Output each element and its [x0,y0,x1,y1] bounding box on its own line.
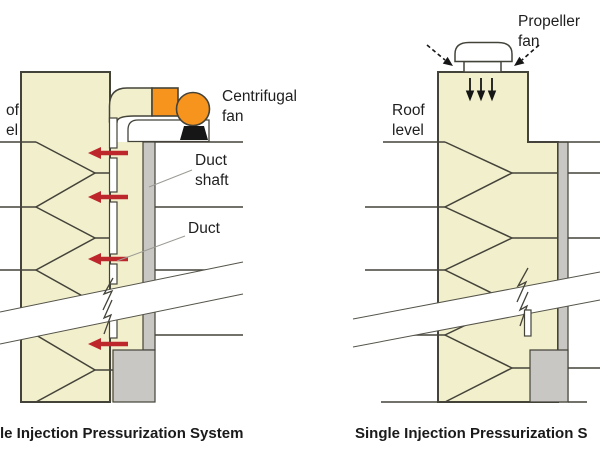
supply-duct [108,117,118,339]
duct-shaft-wall [142,141,156,351]
duct-leader-line [116,235,186,262]
left-caption: le Injection Pressurization System [0,425,243,442]
multiple-injection-diagram: of el Centrifugal fan Duct shaft Duct le… [0,71,297,442]
shaft-base-block [529,349,569,403]
fan-dome [454,41,513,63]
roof-level-label-fragment: of [6,102,20,119]
break-zigzag-icon [516,267,529,303]
break-band-left [0,261,244,345]
duct-elbow [108,87,153,123]
stair-flights [34,141,97,403]
single-injection-diagram: Propeller fan Roof level Single Injectio… [352,13,600,442]
break-zigzag-icon [102,299,113,335]
duct-shaft-label: shaft [195,172,229,189]
down-arrow-icon [476,78,486,102]
down-arrow-icon [465,78,475,102]
duct-shaft-leader-line [148,169,193,188]
centrifugal-fan-label: fan [222,108,244,125]
fan-base [180,126,208,140]
centrifugal-fan [151,87,211,140]
intake-arrow-icon [514,44,540,66]
right-caption: Single Injection Pressurization S [355,425,588,442]
propeller-fan-label: fan [518,33,540,50]
duct-label: Duct [188,220,221,237]
propeller-fan-label: Propeller [518,13,580,30]
shaft-base-block [112,349,156,403]
intake-arrow-icon [426,44,453,66]
roof-level-label: level [392,122,424,139]
break-zigzag-icon [102,277,114,311]
down-arrow-icon [487,78,497,102]
break-band-right [352,267,600,348]
intake-arrows [426,44,540,66]
supply-air-arrows [465,78,497,102]
stair-flights [443,141,514,403]
roof-level-label-fragment: el [6,122,18,139]
propeller-fan [454,41,513,73]
break-zigzag-icon [518,291,529,327]
roof-level-label: Roof [392,102,425,119]
duct-shaft-label: Duct [195,152,228,169]
centrifugal-fan-label: Centrifugal [222,88,297,105]
break-slot [523,309,532,337]
